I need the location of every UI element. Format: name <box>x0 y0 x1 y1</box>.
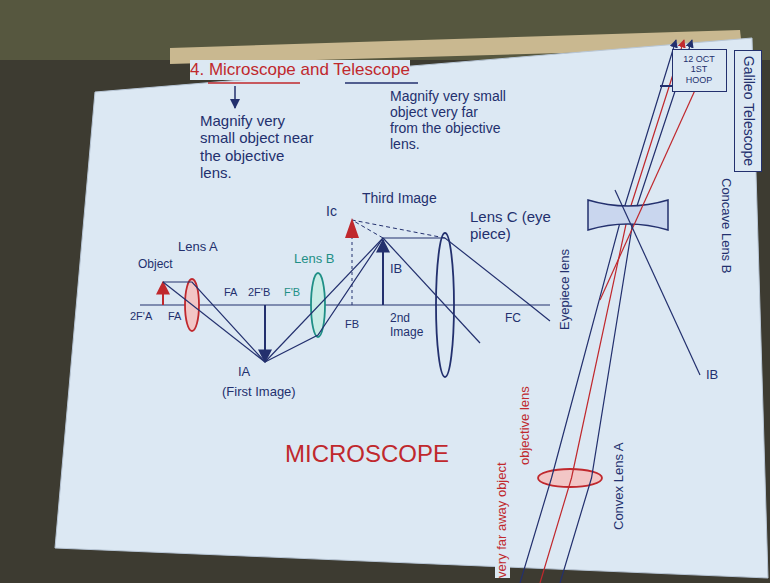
focus-label: 2F'B <box>248 286 270 299</box>
underline <box>208 82 300 84</box>
lens-label: objective lens <box>518 386 533 465</box>
object-label: very far away object <box>495 462 510 578</box>
focus-label: FC <box>505 312 521 326</box>
page-title: 4. Microscope and Telescope <box>190 60 410 80</box>
focus-label: FA <box>224 286 237 299</box>
focus-label: F'B <box>284 286 300 299</box>
principal-axis <box>140 304 550 305</box>
lens-label: Eyepiece lens <box>558 249 573 330</box>
titled-box: Galileo Telescope <box>734 50 762 172</box>
image-label: IA <box>238 365 250 380</box>
ray <box>540 40 684 583</box>
object-arrow <box>162 282 164 305</box>
ray <box>265 238 383 362</box>
box-text: Galileo Telescope <box>741 55 757 167</box>
box-text: 12 OCT 1ST HOOP <box>677 54 721 85</box>
diagram-heading: MICROSCOPE <box>285 440 449 468</box>
ray <box>615 190 700 375</box>
note: Magnify very small object near the objec… <box>200 112 318 181</box>
image-label: 2nd Image <box>390 312 432 340</box>
ray <box>383 238 480 343</box>
notebook-page <box>55 38 768 578</box>
focus-label: 2F'A <box>130 310 152 323</box>
note: Magnify very small object very far from … <box>390 88 508 152</box>
lens-label: Convex Lens A <box>612 443 627 530</box>
object-label: Object <box>138 258 173 272</box>
concave-lens <box>588 200 668 230</box>
ray <box>600 88 696 300</box>
image-label: IB <box>706 368 718 383</box>
focus-label: FA <box>168 310 181 323</box>
ray <box>560 40 692 583</box>
image-label: IB <box>390 262 402 277</box>
lens-label: Lens B <box>294 252 334 267</box>
image-label: Ic <box>326 203 337 219</box>
lens-label: Lens A <box>178 240 218 255</box>
date-stamp: 12 OCT 1ST HOOP <box>672 49 727 92</box>
lens-label: Lens C (eye piece) <box>470 208 560 243</box>
ray <box>383 238 550 321</box>
ray <box>520 40 676 583</box>
focus-label: FB <box>345 318 359 331</box>
third-image-line <box>352 232 353 305</box>
image-label: (First Image) <box>222 385 296 400</box>
image-label: Third Image <box>362 190 437 206</box>
second-image-arrow <box>382 240 384 305</box>
pointer-arrow <box>234 86 236 108</box>
lens-label: Concave Lens B <box>718 178 733 273</box>
underline <box>345 82 418 84</box>
first-image-arrow <box>264 305 266 362</box>
ray <box>265 238 383 362</box>
virtual-ray <box>352 220 445 238</box>
third-image-arrowhead <box>345 218 359 238</box>
